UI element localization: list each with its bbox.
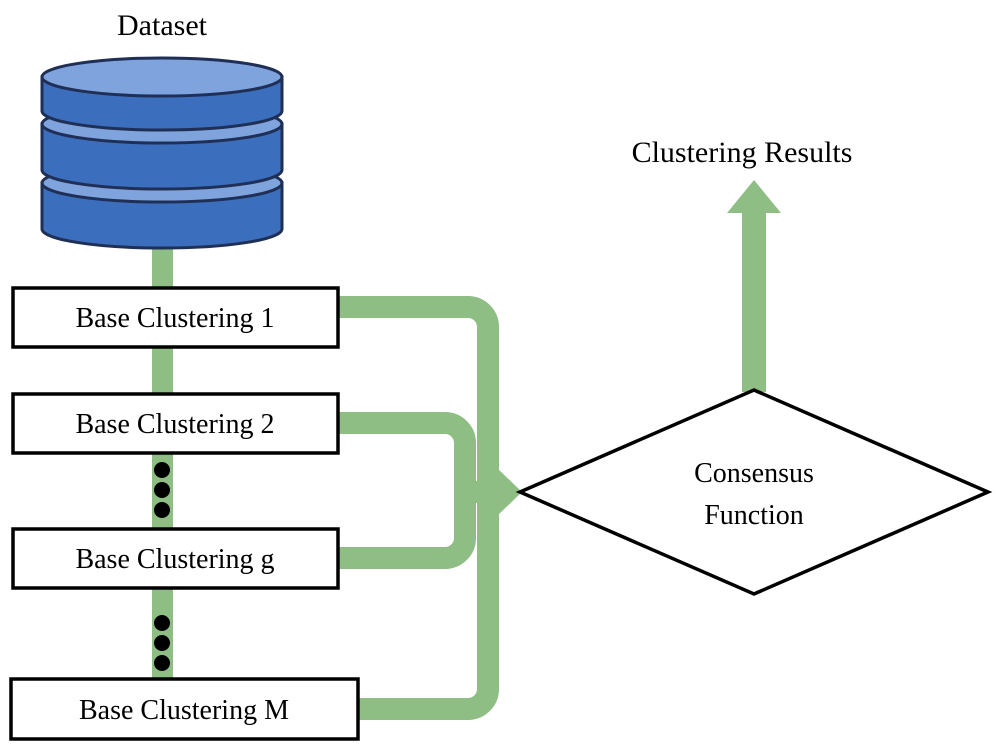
arrow-to-clustering-results (727, 180, 781, 392)
ellipsis-dot (154, 502, 170, 518)
base-clustering-box-2[interactable]: Base Clustering 2 (11, 392, 340, 455)
base-clustering-box-m[interactable]: Base Clustering M (9, 677, 360, 741)
consensus-function-node[interactable]: Consensus Function (515, 388, 993, 596)
clustering-results-label: Clustering Results (632, 136, 853, 169)
ellipsis-dot (154, 615, 170, 631)
dataset-cylinder (40, 56, 284, 250)
base-clustering-box-1[interactable]: Base Clustering 1 (11, 286, 340, 349)
consensus-label-line1: Consensus (694, 458, 814, 489)
cylinder-disk-top-top (40, 56, 284, 98)
box-g-rect (11, 527, 340, 590)
ellipsis-dot (154, 655, 170, 671)
consensus-label-line2: Function (704, 500, 804, 531)
base-clustering-boxes: Base Clustering 1 Base Clustering 2 Base… (9, 286, 360, 741)
connector-box1-to-lane (336, 296, 499, 492)
box-m-label: Base Clustering M (79, 695, 289, 726)
consensus-diamond-shape (515, 388, 993, 596)
base-clustering-box-g[interactable]: Base Clustering g (11, 527, 340, 590)
vertical-ellipsis-upper (154, 462, 170, 518)
box-g-label: Base Clustering g (75, 544, 274, 575)
box-m-rect (9, 677, 360, 741)
ellipsis-dot (154, 635, 170, 651)
box-2-label: Base Clustering 2 (75, 409, 274, 440)
arrow-to-consensus-function (465, 468, 522, 516)
vertical-ellipsis-lower (154, 615, 170, 671)
dataset-label: Dataset (117, 9, 208, 42)
connector-box2-to-lane (336, 412, 476, 492)
ellipsis-dot (154, 462, 170, 478)
box-2-rect (11, 392, 340, 455)
connector-boxm-to-lane (336, 492, 499, 720)
connector-boxg-to-lane (336, 492, 476, 569)
box-1-label: Base Clustering 1 (75, 303, 274, 334)
box-1-rect (11, 286, 340, 349)
ellipsis-dot (154, 482, 170, 498)
